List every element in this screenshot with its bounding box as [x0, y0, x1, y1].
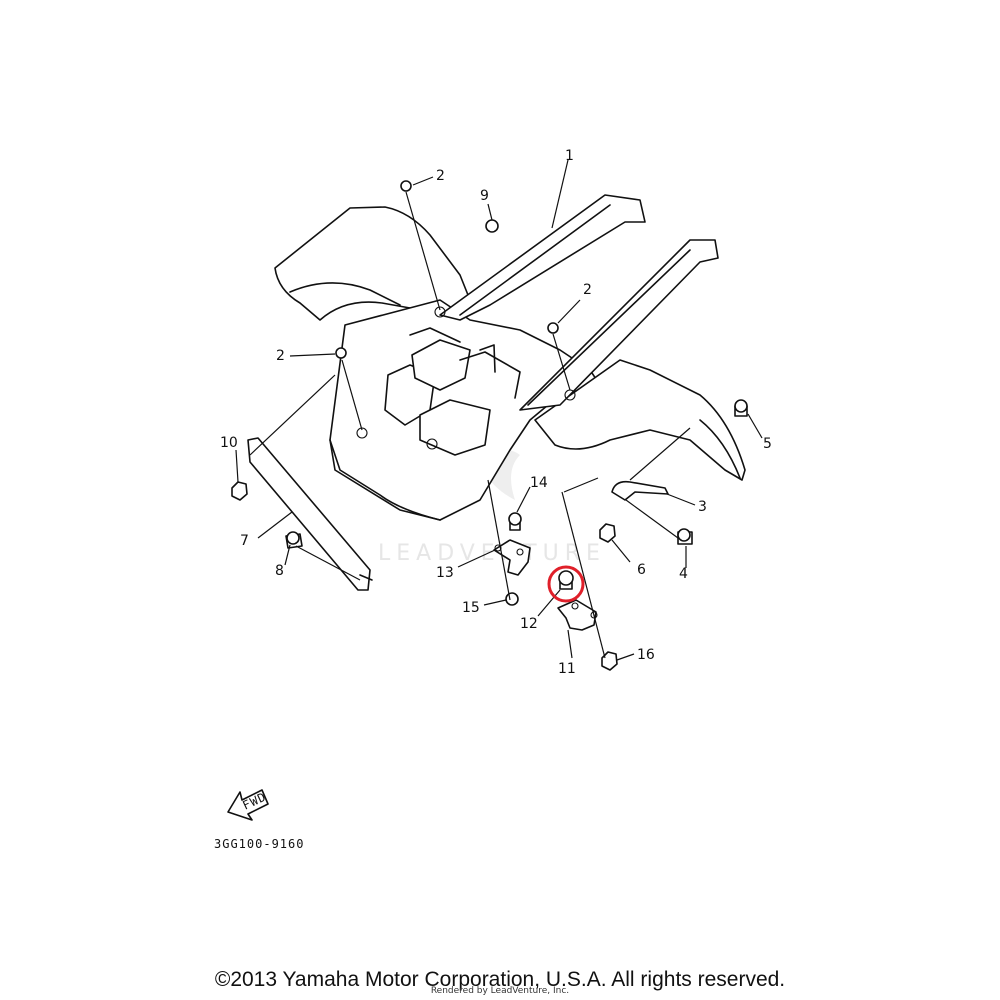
bolt-12[interactable]: [558, 570, 574, 590]
rendered-by-note: Rendered by LeadVenture, Inc.: [430, 986, 570, 996]
forward-arrow-icon: FWD: [227, 789, 269, 821]
bolt-4[interactable]: [677, 528, 693, 545]
watermark-text: LEADVENTURE: [378, 541, 606, 566]
leader-lines: [235, 159, 763, 661]
nut-15[interactable]: [505, 592, 519, 606]
diagram-code: 3GG100-9160: [214, 837, 304, 851]
callout-13[interactable]: 13: [436, 565, 454, 581]
bolt-8[interactable]: [285, 531, 303, 549]
nut-16[interactable]: [601, 651, 618, 671]
leadventure-watermark: LEADVENTURE: [378, 450, 606, 566]
callout-16[interactable]: 16: [637, 647, 655, 663]
callout-10[interactable]: 10: [220, 435, 238, 451]
screw-9[interactable]: [485, 219, 499, 233]
screw-2-top[interactable]: [400, 180, 412, 192]
callout-8[interactable]: 8: [275, 563, 284, 579]
nut-6[interactable]: [599, 523, 616, 543]
bracket-11[interactable]: [557, 599, 598, 631]
callout-7[interactable]: 7: [240, 533, 249, 549]
callout-6[interactable]: 6: [637, 562, 646, 578]
callout-5[interactable]: 5: [763, 436, 772, 452]
callout-2-right[interactable]: 2: [583, 282, 592, 298]
rear-fender[interactable]: [274, 194, 746, 521]
callout-3[interactable]: 3: [698, 499, 707, 515]
callout-11[interactable]: 11: [558, 661, 576, 677]
stay-7[interactable]: [247, 437, 373, 591]
callout-labels: 1 2 2 2 3 4 5 6 7 8 9 10 11 12 13 14 15 …: [220, 148, 772, 677]
screw-2-left[interactable]: [335, 347, 347, 359]
callout-12[interactable]: 12: [520, 616, 538, 632]
stay-3[interactable]: [611, 480, 669, 501]
callout-14[interactable]: 14: [530, 475, 548, 491]
screw-2-right[interactable]: [547, 322, 559, 334]
callout-1[interactable]: 1: [565, 148, 574, 164]
bolt-5[interactable]: [734, 399, 748, 417]
callout-2-left[interactable]: 2: [276, 348, 285, 364]
copyright-notice: ©2013 Yamaha Motor Corporation, U.S.A. A…: [214, 968, 786, 991]
callout-2-top[interactable]: 2: [436, 168, 445, 184]
callout-15[interactable]: 15: [462, 600, 480, 616]
bolt-14[interactable]: [508, 512, 522, 531]
callout-4[interactable]: 4: [679, 566, 688, 582]
callout-9[interactable]: 9: [480, 188, 489, 204]
highlight-circle: [547, 565, 585, 603]
nut-10[interactable]: [231, 481, 248, 501]
